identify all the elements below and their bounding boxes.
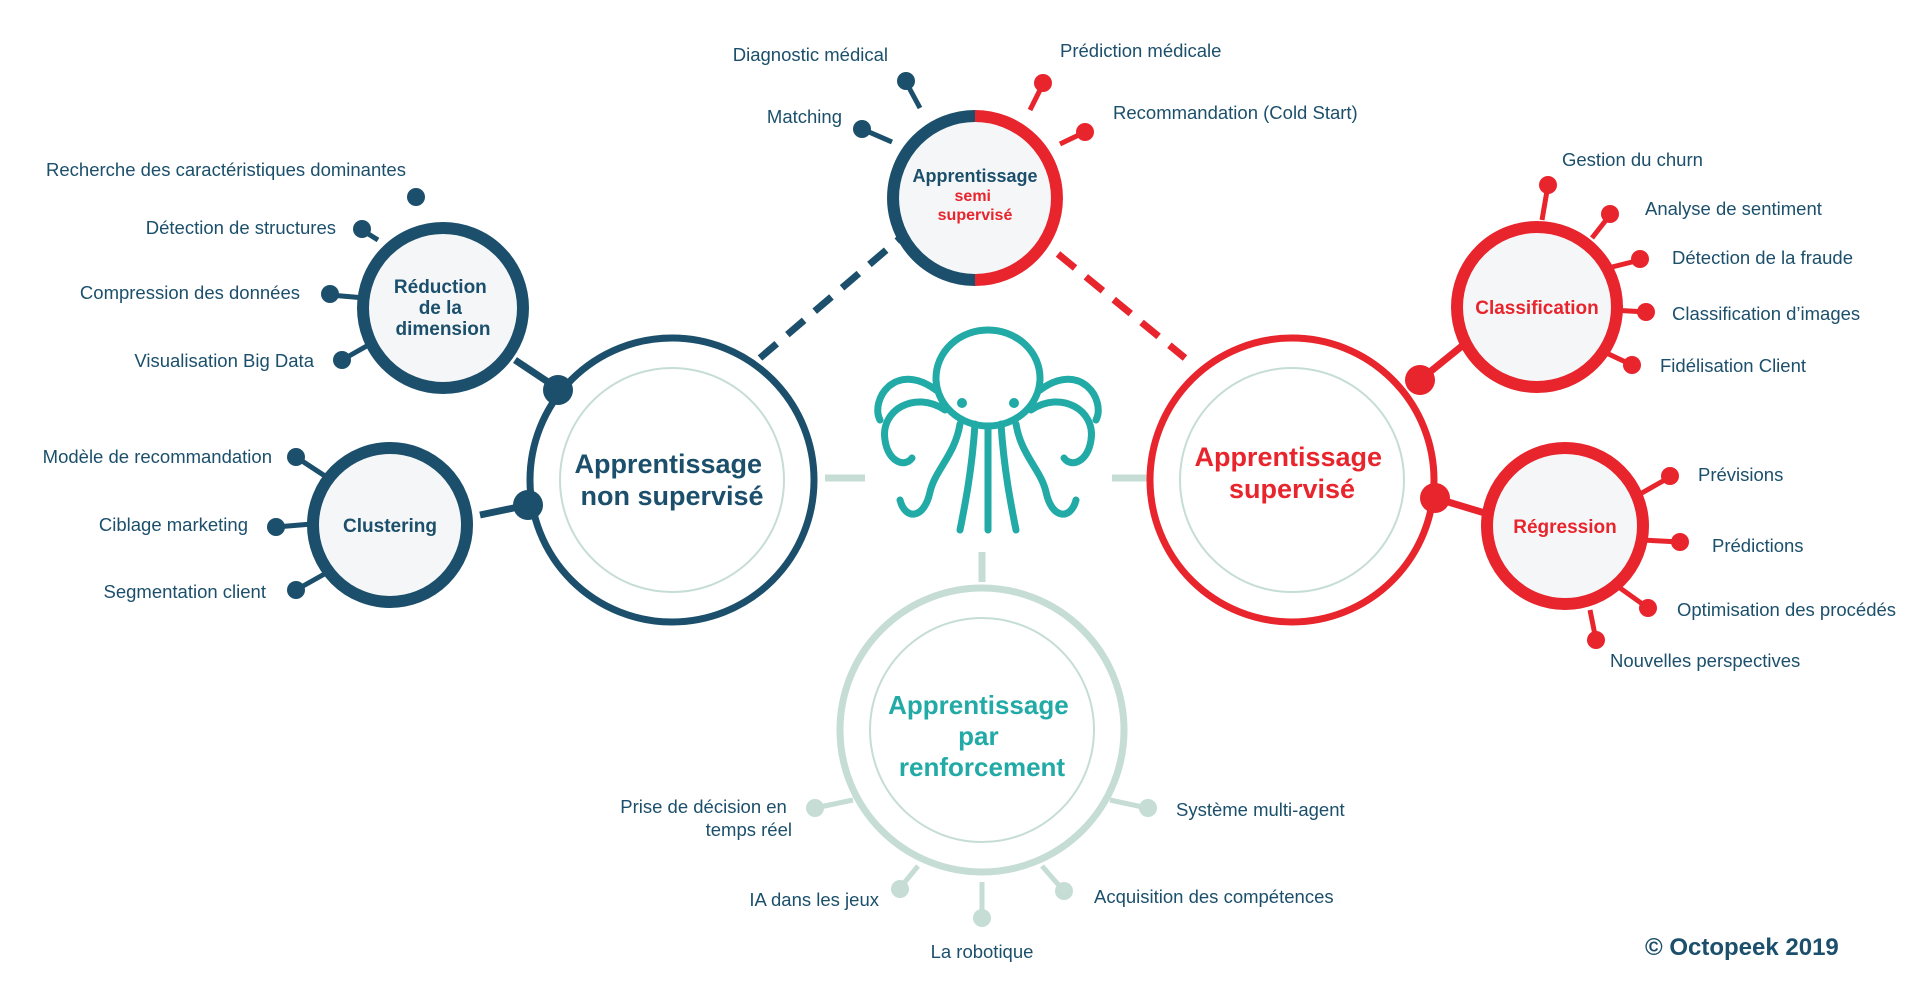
- supervised-regression-joint: [1420, 483, 1450, 513]
- leaf-churn-management: Gestion du churn: [1562, 149, 1703, 170]
- leaf-structure-detection: Détection de structures: [146, 217, 336, 238]
- supervised-semi-link: [1055, 251, 1188, 361]
- clustering-title: Clustering: [343, 516, 437, 537]
- leaf-medical-diagnosis: Diagnostic médical: [733, 44, 888, 65]
- unsupervised-semi-link: [757, 231, 908, 361]
- dimension-reduction-title: Réduction de la dimension: [394, 277, 492, 340]
- leaf-big-data-visualisation: Visualisation Big Data: [134, 350, 314, 371]
- leaf-dominant-features: Recherche des caractéristiques dominante…: [46, 159, 406, 180]
- leaf-recommendation-model: Modèle de recommandation: [43, 446, 272, 467]
- octopus-icon: [874, 326, 1102, 534]
- reinforcement-node: Apprentissage par renforcement: [806, 584, 1157, 927]
- supervised-title: Apprentissage supervisé: [1194, 442, 1389, 504]
- classification-title: Classification: [1475, 298, 1599, 319]
- leaf-multi-agent-system: Système multi-agent: [1176, 799, 1345, 820]
- leaf-skills-acquisition: Acquisition des compétences: [1094, 886, 1334, 907]
- leaf-forecasts: Prévisions: [1698, 464, 1783, 485]
- regression-title: Régression: [1513, 517, 1616, 538]
- copyright-credit: © Octopeek 2019: [1645, 934, 1839, 961]
- dimension-reduction-node: Réduction de la dimension: [321, 188, 529, 394]
- leaf-new-perspectives: Nouvelles perspectives: [1610, 650, 1800, 671]
- leaf-fraud-detection: Détection de la fraude: [1672, 247, 1853, 268]
- regression-node: Régression: [1481, 442, 1689, 649]
- unsupervised-clustering-joint: [513, 490, 543, 520]
- reinforcement-title: Apprentissage par renforcement: [888, 690, 1076, 782]
- leaf-robotics: La robotique: [931, 941, 1034, 962]
- unsupervised-title: Apprentissage non supervisé: [574, 449, 769, 511]
- leaf-medical-prediction: Prédiction médicale: [1060, 40, 1221, 61]
- supervised-classification-joint: [1405, 365, 1435, 395]
- leaf-predictions: Prédictions: [1712, 535, 1804, 556]
- leaf-image-classification: Classification d’images: [1672, 303, 1860, 324]
- classification-node: Classification: [1451, 176, 1655, 393]
- supervised-node: Apprentissage supervisé: [1146, 334, 1438, 626]
- leaf-data-compression: Compression des données: [80, 282, 300, 303]
- leaf-cold-start-recommendation: Recommandation (Cold Start): [1113, 102, 1358, 123]
- unsupervised-node: Apprentissage non supervisé: [526, 334, 818, 626]
- leaf-client-segmentation: Segmentation client: [104, 581, 267, 602]
- leaf-matching: Matching: [767, 106, 842, 127]
- leaf-marketing-targeting: Ciblage marketing: [99, 514, 248, 535]
- leaf-real-time-decision: Prise de décision en temps réel: [620, 796, 792, 840]
- semi-supervised-subtitle: semi supervisé: [938, 188, 1013, 224]
- leaf-process-optimisation: Optimisation des procédés: [1677, 599, 1896, 620]
- leaf-ai-in-games: IA dans les jeux: [749, 889, 879, 910]
- semi-supervised-node: Apprentissage semi supervisé: [853, 72, 1094, 286]
- unsupervised-reduction-joint: [543, 375, 573, 405]
- clustering-node: Clustering: [267, 442, 473, 608]
- leaf-client-retention: Fidélisation Client: [1660, 355, 1806, 376]
- leaf-sentiment-analysis: Analyse de sentiment: [1645, 198, 1822, 219]
- semi-supervised-title: Apprentissage: [912, 166, 1037, 186]
